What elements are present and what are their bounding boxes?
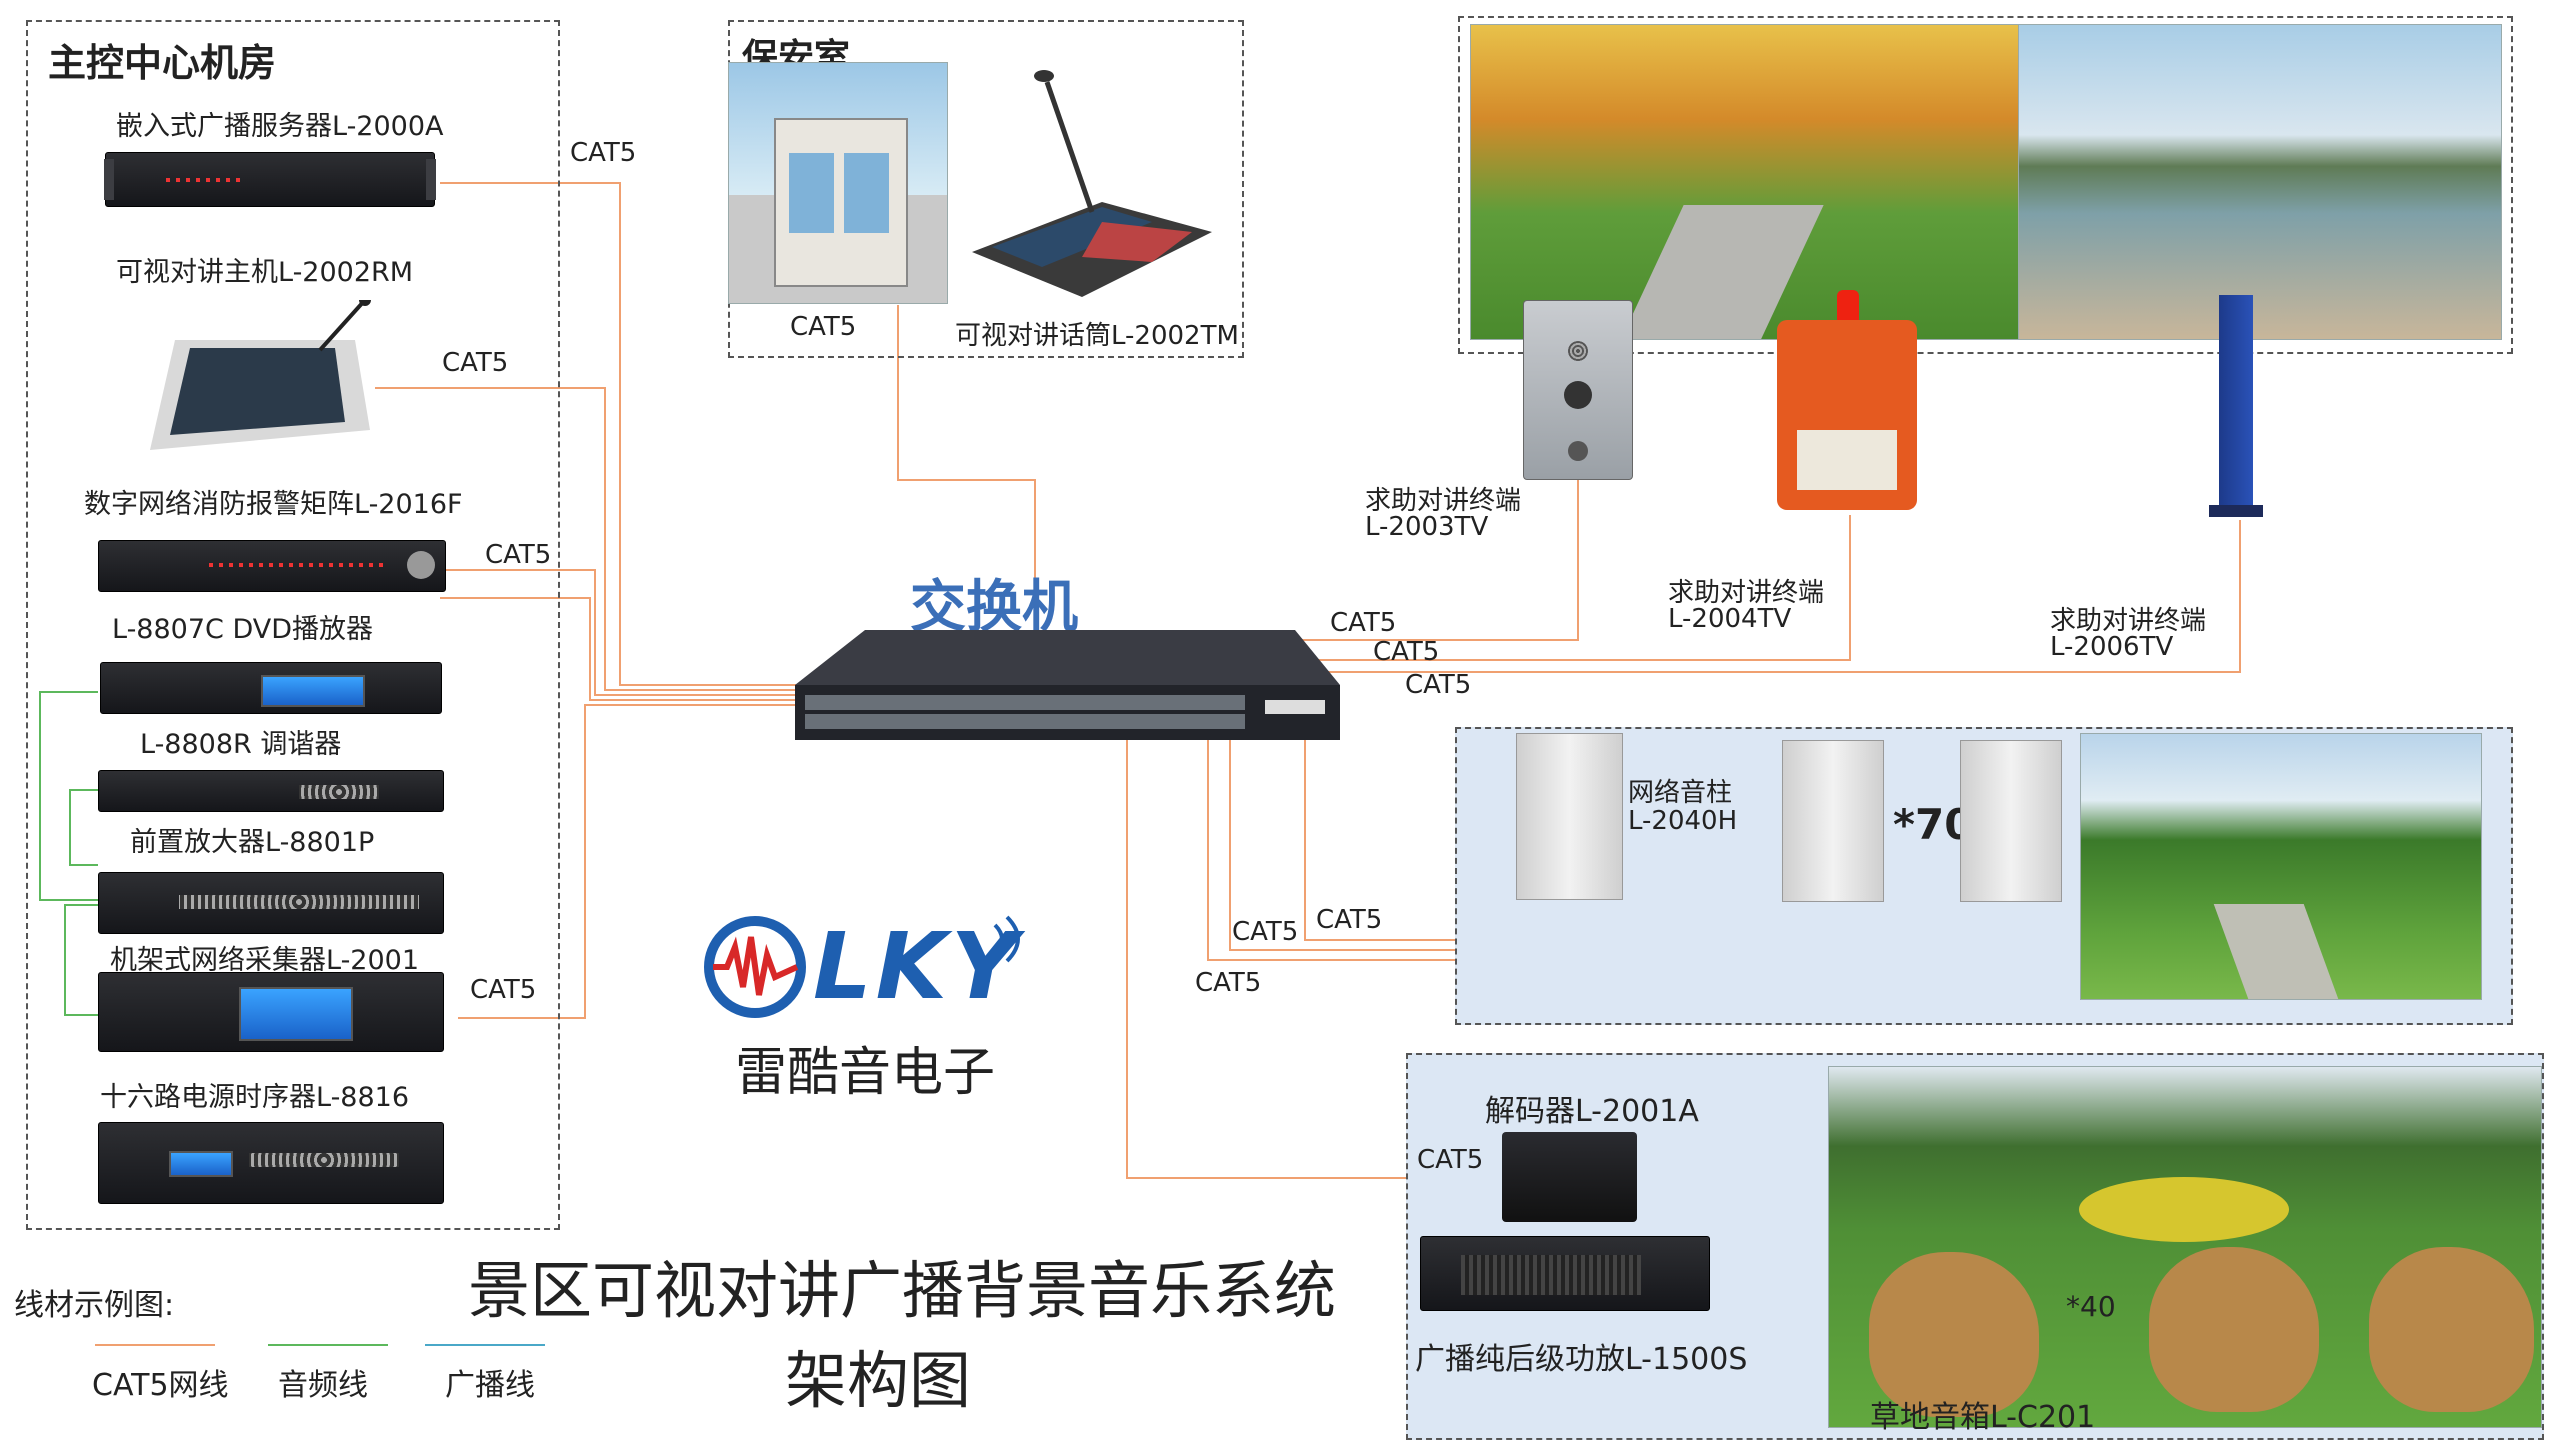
lky-logo: LKY <box>695 905 1045 1025</box>
fire-matrix-label: 数字网络消防报警矩阵L-2016F <box>84 482 463 521</box>
legend-cat5-line <box>95 1344 215 1346</box>
intercom-host-label: 可视对讲主机L-2002RM <box>116 250 413 289</box>
help-2004-device <box>1762 290 1927 515</box>
legend-audio-line <box>268 1344 388 1346</box>
intercom-mic-device <box>952 62 1222 302</box>
lawn-speaker-label: 草地音箱L-C201 <box>1870 1392 2095 1436</box>
cat5-label-column-3: CAT5 <box>1195 968 1261 998</box>
preamp-label: 前置放大器L-8801P <box>130 820 374 859</box>
lky-brand-letters: LKY <box>813 913 1022 1020</box>
intercom-host-device <box>135 300 375 465</box>
diagram-title: 景区可视对讲广播背景音乐系统 <box>468 1240 1336 1330</box>
company-name: 雷酷音电子 <box>735 1030 995 1105</box>
amp-device <box>1420 1236 1710 1311</box>
tuner-label: L-8808R 调谐器 <box>140 722 341 761</box>
cat5-label-column-1: CAT5 <box>1316 905 1382 935</box>
power-seq-label: 十六路电源时序器L-8816 <box>100 1075 409 1114</box>
column-speaker-model: L-2040H <box>1628 806 1737 836</box>
amp-label: 广播纯后级功放L-1500S <box>1415 1334 1747 1378</box>
lawn-speaker-rock-2 <box>2149 1247 2319 1412</box>
collector-device <box>98 872 444 934</box>
cat5-label-intercom: CAT5 <box>442 348 508 378</box>
help-2006-device <box>2205 295 2267 520</box>
cat5-label-help-2006: CAT5 <box>1405 670 1471 700</box>
column-speaker-1 <box>1516 733 1623 900</box>
cat5-label-fire: CAT5 <box>485 540 551 570</box>
column-speaker-3 <box>1960 740 2062 902</box>
intercom-mic-label: 可视对讲话筒L-2002TM <box>955 315 1239 352</box>
legend-audio-label: 音频线 <box>278 1360 368 1404</box>
help-2003-model: L-2003TV <box>1365 512 1488 542</box>
lawn-speaker-count: *40 <box>2066 1290 2116 1323</box>
garden-path-photo <box>2080 733 2482 1000</box>
cat5-label-server: CAT5 <box>570 138 636 168</box>
park-path-photo <box>1470 24 2020 340</box>
help-2006-model: L-2006TV <box>2050 632 2173 662</box>
dvd-label: L-8807C DVD播放器 <box>112 607 373 646</box>
lawn-photo <box>1828 1066 2542 1428</box>
lawn-speaker-rock-3 <box>2369 1247 2534 1412</box>
column-speaker-2 <box>1782 740 1884 902</box>
fire-matrix-device <box>98 540 446 592</box>
diagram-subtitle: 架构图 <box>785 1330 971 1420</box>
collector-main-device <box>98 972 444 1052</box>
legend-broadcast-label: 广播线 <box>445 1360 535 1404</box>
cat5-label-decoder: CAT5 <box>1417 1145 1483 1175</box>
legend-title: 线材示例图: <box>14 1280 174 1324</box>
decoder-device <box>1502 1132 1637 1222</box>
help-2004-model: L-2004TV <box>1668 604 1791 634</box>
guard-booth-image <box>728 62 948 304</box>
help-2003-device <box>1523 300 1633 480</box>
lake-photo <box>2018 24 2502 340</box>
cat5-label-collector: CAT5 <box>470 975 536 1005</box>
power-seq-device <box>98 1122 444 1204</box>
legend-cat5-label: CAT5网线 <box>92 1360 229 1404</box>
column-speaker-name: 网络音柱 <box>1628 772 1732 809</box>
server-device <box>105 152 435 207</box>
cat5-label-help-2004: CAT5 <box>1373 637 1439 667</box>
tuner-device <box>100 662 442 714</box>
control-room-title: 主控中心机房 <box>48 32 276 87</box>
cat5-label-column-2: CAT5 <box>1232 917 1298 947</box>
decoder-label: 解码器L-2001A <box>1485 1086 1699 1130</box>
cat5-label-help-2003: CAT5 <box>1330 608 1396 638</box>
legend-broadcast-line <box>425 1344 545 1346</box>
security-cat5-label: CAT5 <box>790 312 856 342</box>
preamp-device <box>98 770 444 812</box>
network-switch <box>795 630 1340 740</box>
server-label: 嵌入式广播服务器L-2000A <box>116 104 444 143</box>
